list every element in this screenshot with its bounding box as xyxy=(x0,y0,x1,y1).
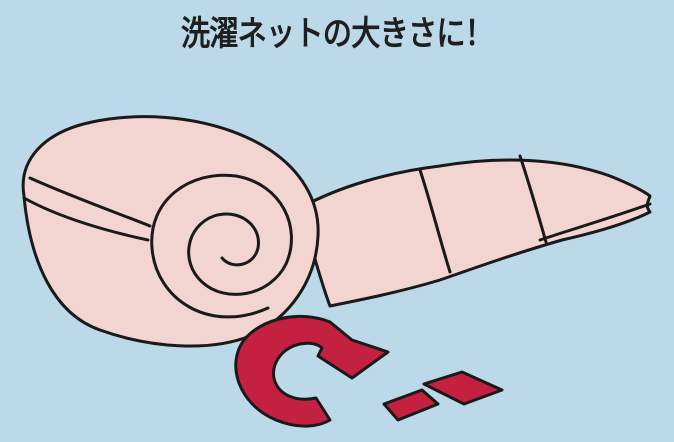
roll-arrow xyxy=(234,314,504,428)
futon-flat-part xyxy=(298,154,652,308)
futon-roll xyxy=(21,115,320,348)
caption-title: 洗濯ネットの大きさに！ xyxy=(180,14,494,54)
